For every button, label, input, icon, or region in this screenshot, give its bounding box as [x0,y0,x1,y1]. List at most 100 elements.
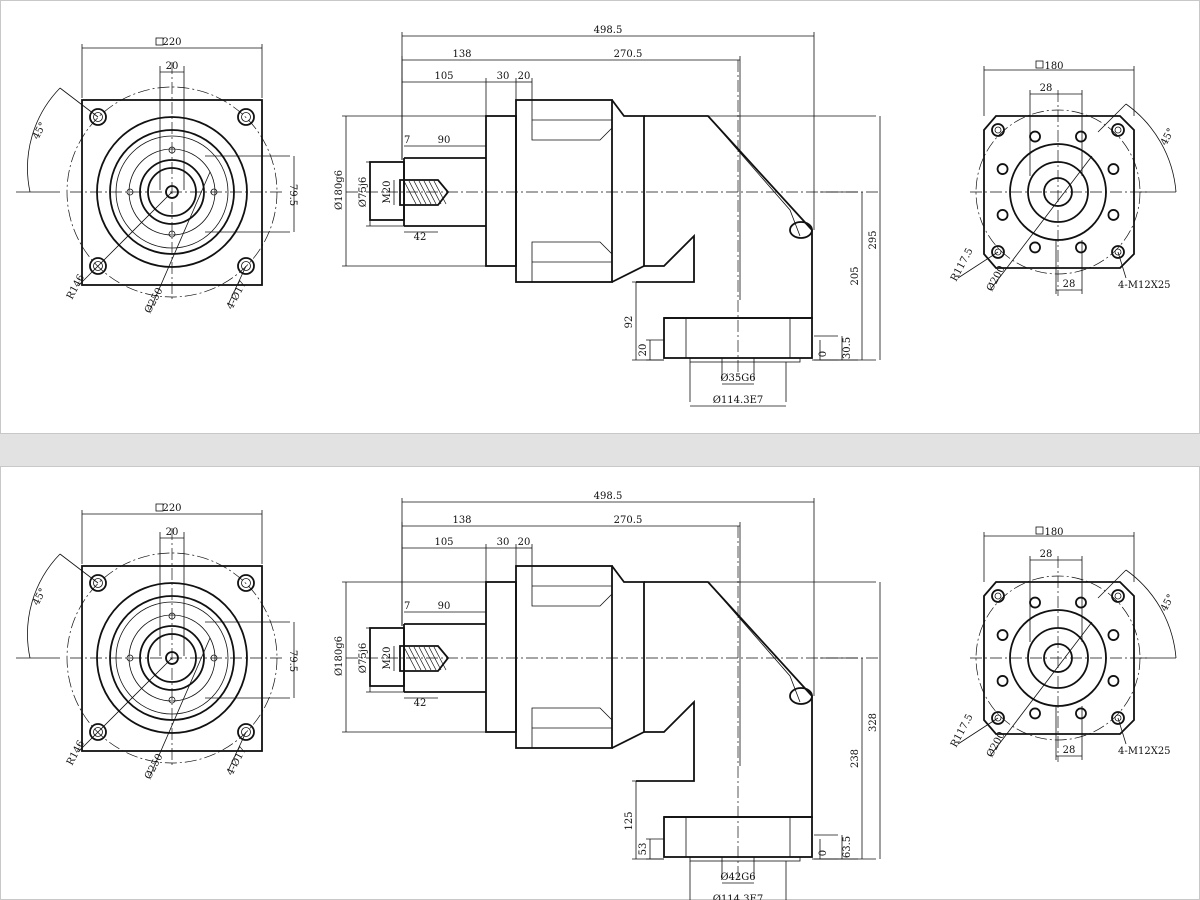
holes-label: 4-Ø17 [225,279,249,311]
tapped-hole [399,645,450,672]
angle-label: 45° [31,121,49,142]
output-square-label: 180 [1044,61,1063,72]
total-height-label: 328 [868,713,879,732]
dim-92-label: 92 [624,316,635,329]
square-symbol [1035,60,1044,69]
pcd-label: Ø250 [143,752,166,781]
output-square-label: 180 [1044,527,1063,538]
mounting-hole [89,574,107,592]
pcd-label: Ø250 [143,286,166,315]
input-flange-plate [485,581,517,733]
offset-label: 79.5 [287,184,298,206]
thread-label: M20 [382,647,393,670]
angle-arc [27,553,61,659]
gear-housing [515,565,613,749]
output-screw-hole [1107,209,1120,221]
hole-leader [227,731,247,772]
mounting-hole-inner [93,578,103,588]
output-mounting-hole [1111,245,1125,259]
dim-92-label: 125 [624,811,635,830]
flange-diameter-label: Ø180g6 [334,636,345,676]
mid-height-label: 238 [850,749,861,768]
output-mounting-hole [991,711,1005,725]
output-pcd-label: Ø200 [985,730,1008,759]
output-shaft-label: Ø42G6 [720,872,755,883]
mounting-hole-inner [241,112,251,122]
output-flange-label: Ø114.3E7 [713,395,764,406]
mounting-hole-inner [241,261,251,271]
dim-20-label: 20 [518,71,531,82]
output-mounting-hole [1111,711,1125,725]
mounting-hole-inner [93,727,103,737]
angled-housing [644,115,813,319]
output-screw-hole [1075,707,1087,720]
dim-105-label: 105 [434,537,453,548]
square-symbol [155,503,164,512]
output-radius-leader [957,717,999,745]
pcd-leader [149,637,211,777]
mounting-hole [237,108,255,126]
output-screw-hole [1029,241,1041,254]
thread-label: M20 [382,181,393,204]
output-dim-28-top-label: 28 [1040,549,1053,560]
square-dimension-label: 220 [162,503,181,514]
dim-0-label: 0 [818,351,829,357]
dim-90-label: 90 [438,135,451,146]
mounting-hole-inner [241,727,251,737]
square-symbol [1035,526,1044,535]
output-screw-hole [996,163,1009,175]
output-screw-hole [1107,675,1120,687]
angle-leader [59,553,99,584]
output-holes-leader [1117,251,1127,279]
output-screw-hole [1029,707,1041,720]
mounting-hole [237,723,255,741]
dim-138-label: 138 [452,49,471,60]
dim-20-v-label: 53 [638,843,649,856]
tapped-hole [399,179,450,206]
dim-30-5-label: 30.5 [842,337,853,359]
output-radius-leader [957,251,999,279]
dim-105-label: 105 [434,71,453,82]
radius-leader [77,657,173,753]
output-flange-square [983,581,1135,735]
pcd-leader [149,171,211,311]
dim-42-label: 42 [414,698,427,709]
radius-leader [77,191,173,287]
mounting-hole [89,723,107,741]
output-mounting-hole [1111,589,1125,603]
output-screw-hole [996,675,1009,687]
mounting-hole [237,574,255,592]
output-angle-arc [1125,103,1177,193]
dim-270-label: 270.5 [614,49,643,60]
mounting-hole [89,257,107,275]
total-height-label: 295 [868,230,879,249]
output-holes-label: 4-M12X25 [1118,280,1171,291]
output-flange-label: Ø114.3E7 [713,894,764,900]
output-radius-label: R117.5 [949,246,976,283]
dim-30-5-label: 63.5 [842,836,853,858]
breather-plug [789,687,813,705]
dim-138-label: 138 [452,515,471,526]
output-shaft-label: Ø35G6 [720,373,755,384]
output-mounting-hole [991,245,1005,259]
output-screw-hole [996,209,1009,221]
dim-30-label: 30 [497,71,510,82]
output-dim-28-bottom-label: 28 [1063,279,1076,290]
mounting-hole-inner [93,261,103,271]
output-holes-label: 4-M12X25 [1118,746,1171,757]
output-screw-hole [1029,130,1041,143]
overall-length-label: 498.5 [594,25,623,36]
dim-270-label: 270.5 [614,515,643,526]
output-dim-28-top-label: 28 [1040,83,1053,94]
mounting-hole-inner [241,578,251,588]
output-mounting-hole [1111,123,1125,137]
angle-label: 45° [31,587,49,608]
